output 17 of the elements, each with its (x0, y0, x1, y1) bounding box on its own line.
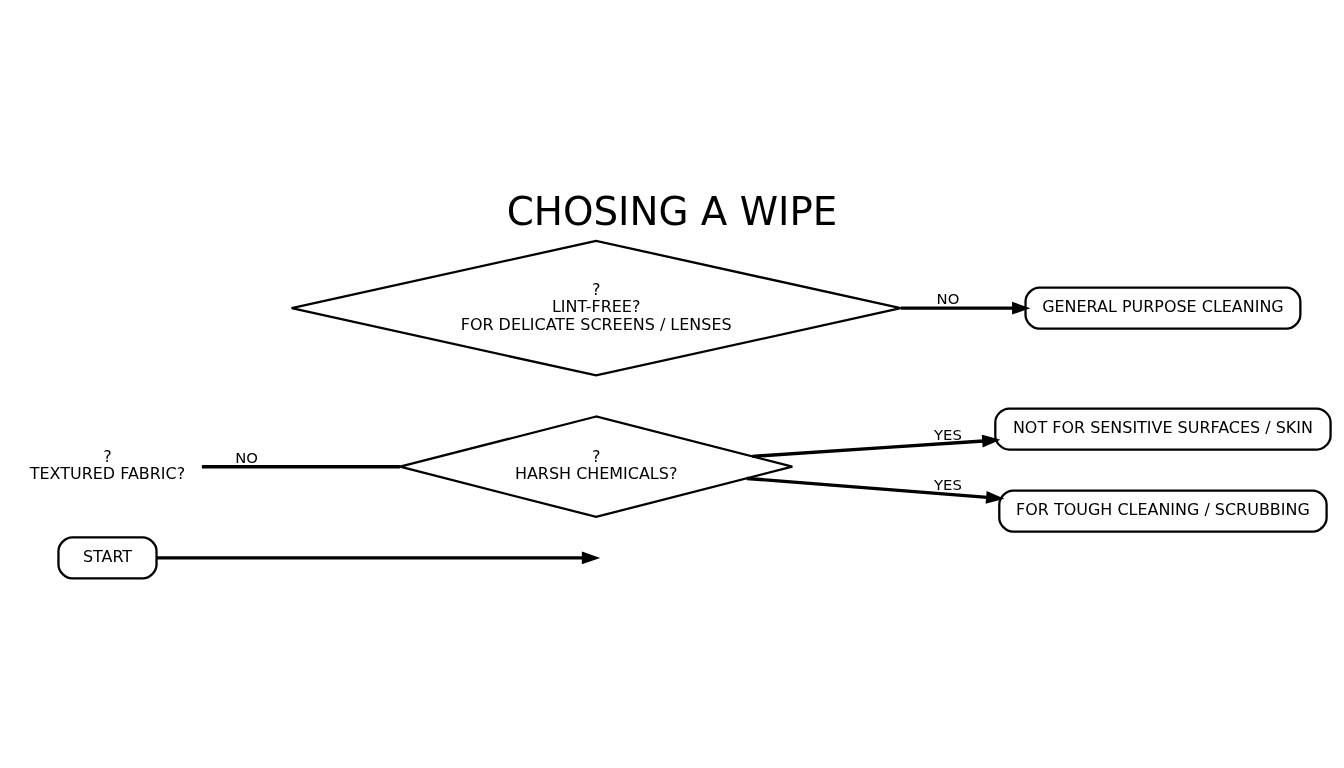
arrow (901, 301, 1031, 315)
node-diamond: ? LINT-FREE? FOR DELICATE SCREENS / LENSES (290, 239, 902, 377)
node-box: FOR TOUGH CLEANING / SCRUBBING (998, 489, 1328, 533)
edge-label: YES (934, 425, 962, 443)
node-text: ? TEXTURED FABRIC? (29, 447, 186, 484)
arrow (752, 434, 1001, 459)
arrow (746, 476, 1005, 504)
node-box: START (57, 536, 158, 580)
node-diamond: ? HARSH CHEMICALS? (398, 415, 794, 519)
edge-label: NO (936, 290, 960, 308)
edge-label: YES (934, 475, 962, 493)
arrow (156, 551, 601, 565)
edge-label: NO (235, 448, 259, 466)
diagram-title: CHOSING A WIPE (506, 189, 838, 235)
connector (201, 464, 400, 469)
node-box: GENERAL PURPOSE CLEANING (1024, 286, 1302, 330)
node-box: NOT FOR SENSITIVE SURFACES / SKIN (994, 407, 1332, 451)
